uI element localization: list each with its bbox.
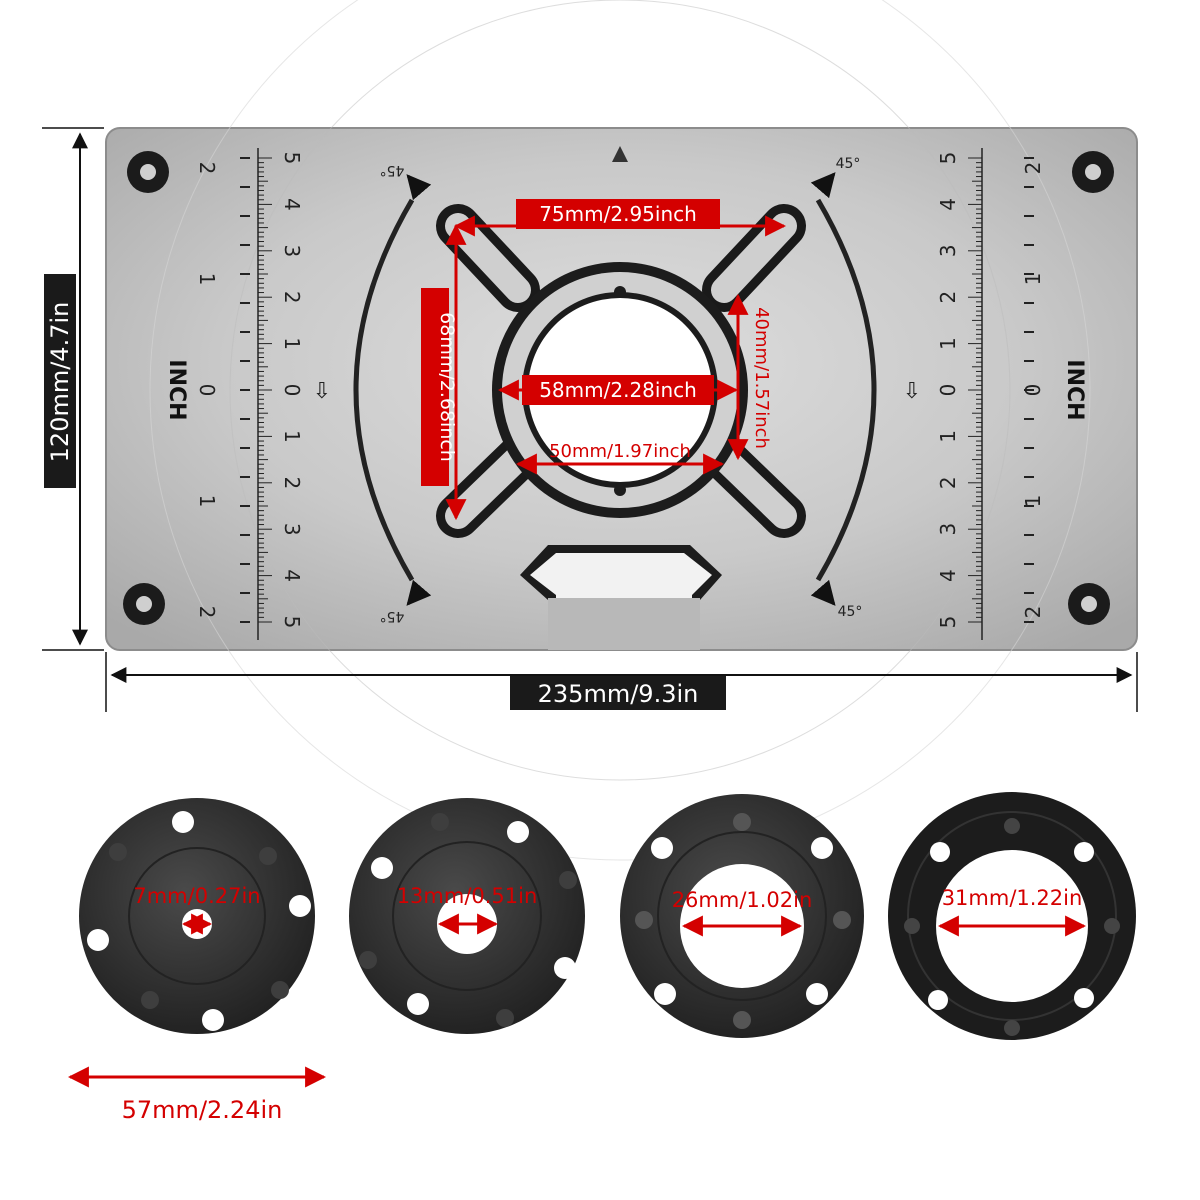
inch-label-right: INCH xyxy=(1062,359,1087,420)
vertical-slot-span-label: 68mm/2.68inch xyxy=(436,312,458,462)
ruler-cm-label: 1 xyxy=(936,430,960,443)
ruler-cm-label: 4 xyxy=(280,198,304,211)
ruler-cm-label: 4 xyxy=(280,569,304,582)
ruler-cm-label: 1 xyxy=(280,337,304,350)
ruler-inch-label: 1 xyxy=(195,495,219,508)
mount-slot-top-left xyxy=(436,204,540,312)
mount-slot-bottom-right xyxy=(702,436,806,538)
ruler-inch-label: 1 xyxy=(1021,495,1045,508)
ruler-cm-label: 3 xyxy=(936,244,960,257)
ruler-cm-label: 1 xyxy=(280,430,304,443)
ruler-cm-label: 0 xyxy=(280,384,304,397)
mount-slot-bottom-left xyxy=(436,436,540,538)
ruler-cm-label: 2 xyxy=(936,291,960,304)
ruler-inch-label: 2 xyxy=(195,606,219,619)
svg-text:45°: 45° xyxy=(380,162,405,178)
svg-text:45°: 45° xyxy=(380,608,405,624)
insert-ring-1 xyxy=(79,798,315,1034)
ruler-inch-label: 0 xyxy=(195,384,219,397)
insert-ring-4 xyxy=(888,792,1136,1040)
ring-3-bore-label: 26mm/1.02in xyxy=(671,888,813,912)
corner-hole-bottom-right xyxy=(1068,583,1110,625)
corner-hole-bottom-left xyxy=(123,583,165,625)
ruler-inch-label: 1 xyxy=(1021,273,1045,286)
ruler-cm-label: 5 xyxy=(280,616,304,629)
ruler-inch-label: 1 xyxy=(195,273,219,286)
corner-hole-top-left xyxy=(127,151,169,193)
corner-hole-top-right xyxy=(1072,151,1114,193)
mount-slot-top-right xyxy=(702,204,806,312)
ruler-cm-label: 4 xyxy=(936,569,960,582)
right-arc xyxy=(815,198,877,582)
ruler-cm-label: 2 xyxy=(936,476,960,489)
left-ruler: 5 4 3 2 1 0 1 2 3 4 5 2 1 0 1 2 xyxy=(195,148,304,640)
angle-marker-top-right: 45° xyxy=(810,156,861,199)
ring-4-bore-label: 31mm/1.22in xyxy=(941,886,1083,910)
svg-text:45°: 45° xyxy=(838,604,863,620)
ruler-cm-label: 3 xyxy=(936,523,960,536)
left-arc xyxy=(353,198,415,582)
ring-1-bore-label: 7mm/0.27in xyxy=(133,884,261,908)
insert-ring-2 xyxy=(349,798,585,1034)
plate-width-label: 235mm/9.3in xyxy=(538,680,699,708)
ruler-cm-label: 1 xyxy=(936,337,960,350)
router-table-plate: 5 4 3 2 1 0 1 2 3 4 5 2 1 0 1 2 5 4 3 2 1 0 1 2 3 4 5 2 1 0 1 2 INCH I… xyxy=(105,0,1138,861)
ruler-inch-label: 2 xyxy=(1021,606,1045,619)
right-arrow-icon: ⇩ xyxy=(903,379,921,404)
angle-marker-bottom-right: 45° xyxy=(810,579,863,620)
slot-span-label: 75mm/2.95inch xyxy=(539,202,697,226)
angle-marker-bottom-left: 45° xyxy=(380,579,432,624)
ruler-cm-label: 5 xyxy=(936,616,960,629)
ring-outer-diameter-label: 57mm/2.24in xyxy=(121,1096,283,1124)
inch-label-left: INCH xyxy=(164,359,189,420)
ruler-cm-label: 0 xyxy=(936,384,960,397)
slot-depth-label: 40mm/1.57inch xyxy=(751,307,772,449)
ruler-cm-label: 2 xyxy=(280,291,304,304)
ruler-cm-label: 5 xyxy=(280,152,304,165)
angle-marker-top-left: 45° xyxy=(380,162,432,201)
left-arrow-icon: ⇩ xyxy=(313,379,331,404)
insert-ring-3 xyxy=(620,794,864,1038)
inner-span-label: 50mm/1.97inch xyxy=(549,441,691,462)
plate-dimensions: 75mm/2.95inch 68mm/2.68inch 40mm/1.57inc… xyxy=(421,199,787,521)
ruler-cm-label: 3 xyxy=(280,244,304,257)
ruler-cm-label: 3 xyxy=(280,523,304,536)
ring-2-bore-label: 13mm/0.51in xyxy=(396,884,538,908)
up-triangle-icon xyxy=(612,146,628,162)
svg-text:45°: 45° xyxy=(836,156,861,172)
ruler-cm-label: 4 xyxy=(936,198,960,211)
ruler-inch-label: 2 xyxy=(195,162,219,175)
center-hole-label: 58mm/2.28inch xyxy=(539,378,697,402)
plate-height-label: 120mm/4.7in xyxy=(46,302,74,463)
ruler-cm-label: 5 xyxy=(936,152,960,165)
overall-dimensions: 120mm/4.7in 235mm/9.3in xyxy=(42,127,1138,712)
ruler-cm-label: 2 xyxy=(280,476,304,489)
ruler-inch-label: 2 xyxy=(1021,162,1045,175)
